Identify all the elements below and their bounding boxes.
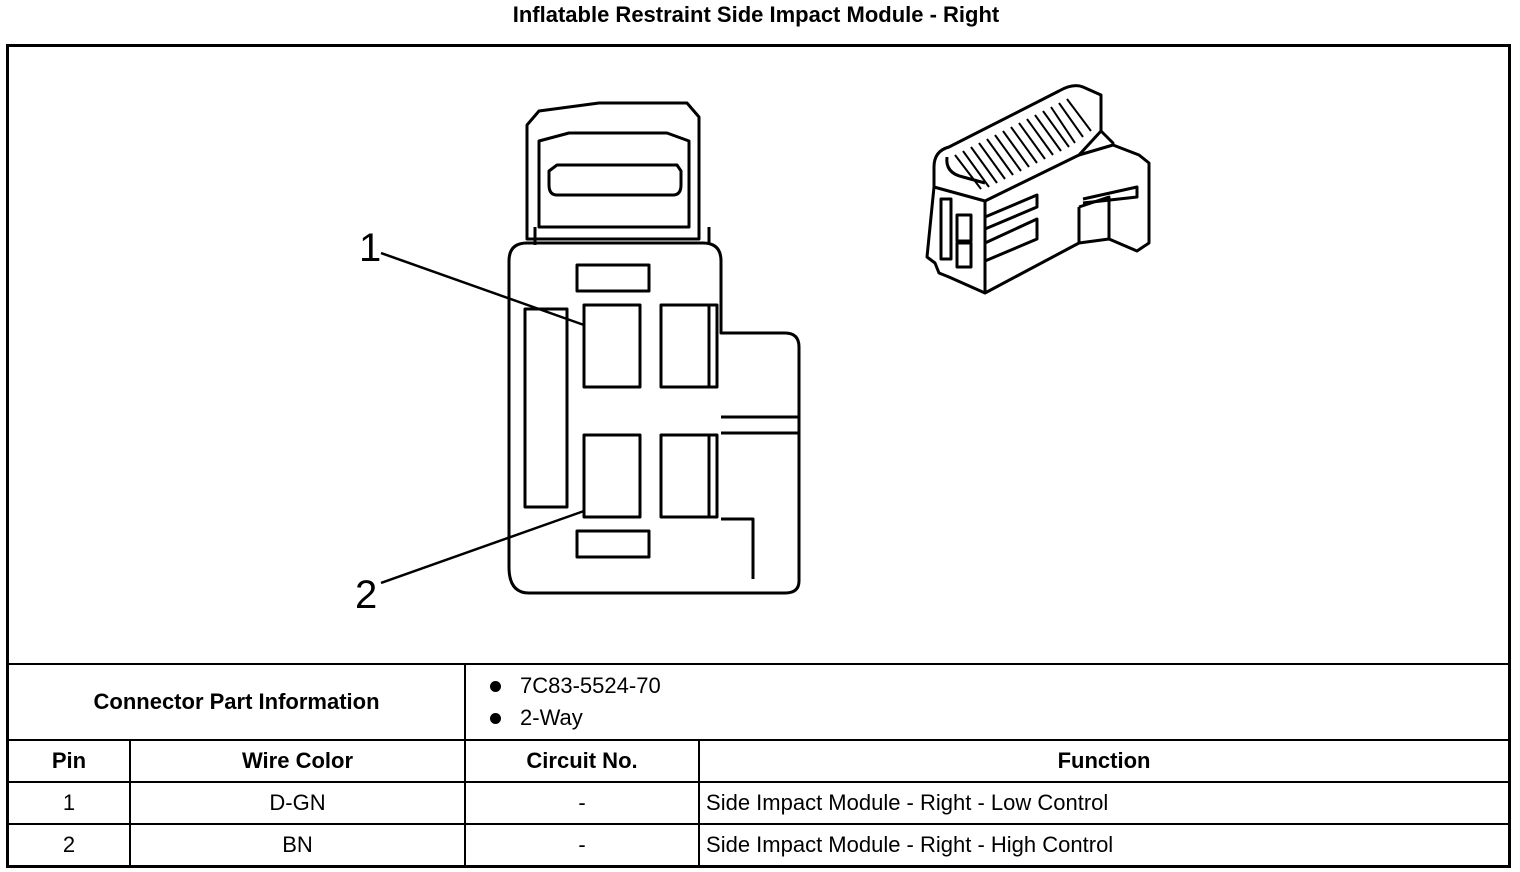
- connector-sheet: 1 2: [6, 44, 1511, 868]
- cavity-2b: [659, 433, 719, 519]
- connector-way-count: 2-Way: [486, 702, 1502, 734]
- connector-part-info-values: 7C83-5524-70 2-Way: [464, 663, 1509, 741]
- side-lock-line: [721, 415, 799, 435]
- function-cell: Side Impact Module - Right - High Contro…: [698, 823, 1509, 865]
- cavity-1b: [659, 303, 719, 389]
- circuit-cell: -: [464, 781, 701, 825]
- cavity-1: [582, 303, 642, 389]
- pin-2-callout: 2: [355, 573, 377, 617]
- function-cell: Side Impact Module - Right - Low Control: [698, 781, 1509, 825]
- latch-slot: [547, 163, 683, 197]
- latch-outline: [525, 101, 701, 241]
- pin-1-callout: 1: [359, 226, 381, 270]
- header-function: Function: [698, 739, 1509, 783]
- connector-ribs: [954, 98, 1092, 190]
- wire-color-cell: D-GN: [128, 781, 467, 825]
- pin-cell: 1: [9, 781, 131, 825]
- left-rail: [523, 307, 569, 509]
- pin-cell: 2: [9, 823, 131, 865]
- pin-1-leader: [380, 251, 585, 327]
- header-wire-color: Wire Color: [128, 739, 467, 783]
- bottom-key: [575, 529, 651, 559]
- connector-body-outline: [507, 241, 801, 595]
- table-row: 1 D-GN - Side Impact Module - Right - Lo…: [9, 781, 1509, 825]
- cavity-2: [582, 433, 642, 519]
- pinout-table: Connector Part Information 7C83-5524-70 …: [9, 663, 1509, 865]
- side-notch: [721, 517, 755, 579]
- connector-diagram: 1 2: [9, 47, 1508, 663]
- top-key: [575, 263, 651, 293]
- header-circuit-no: Circuit No.: [464, 739, 701, 783]
- latch-inner: [537, 131, 691, 229]
- table-header-row: Pin Wire Color Circuit No. Function: [9, 739, 1509, 783]
- table-row: 2 BN - Side Impact Module - Right - High…: [9, 823, 1509, 865]
- connector-part-info-label: Connector Part Information: [9, 663, 467, 741]
- part-number: 7C83-5524-70: [486, 670, 1502, 702]
- connector-part-info-row: Connector Part Information 7C83-5524-70 …: [9, 663, 1509, 741]
- pin-2-leader: [380, 509, 585, 585]
- connector-isometric: [925, 84, 1151, 295]
- connector-drawing: 1 2: [355, 84, 1151, 617]
- header-pin: Pin: [9, 739, 131, 783]
- wire-color-cell: BN: [128, 823, 467, 865]
- circuit-cell: -: [464, 823, 701, 865]
- page-title: Inflatable Restraint Side Impact Module …: [512, 2, 1000, 27]
